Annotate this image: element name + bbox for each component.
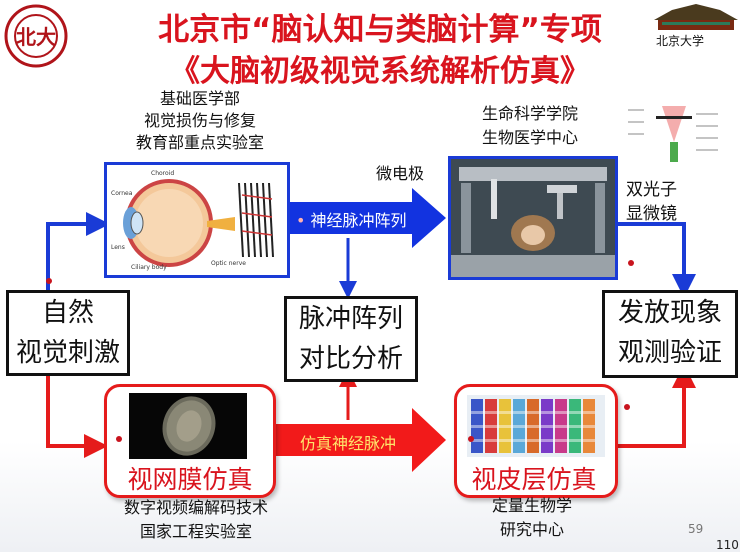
cortex-heatmap-image <box>467 395 605 457</box>
visual-cortex-simulation-title: 视皮层仿真 <box>454 460 614 496</box>
bullet-dot <box>624 404 630 410</box>
bullet-dot <box>116 436 122 442</box>
natural-visual-stimulus-box: 自然 视觉刺激 <box>6 290 130 376</box>
blue-arrow-stimulus-to-eye <box>48 224 98 292</box>
svg-text:Optic nerve: Optic nerve <box>211 260 246 267</box>
bullet-dot <box>628 260 634 266</box>
microelectrode-label: 微电极 <box>376 160 424 184</box>
inner-page-number: 59 <box>688 522 703 536</box>
basic-medicine-label: 基础医学部 视觉损伤与修复 教育部重点实验室 <box>120 88 280 154</box>
bullet-dot <box>46 278 52 284</box>
svg-text:Choroid: Choroid <box>151 170 174 177</box>
spike-array-comparison-box: 脉冲阵列 对比分析 <box>284 296 418 382</box>
neural-spike-array-label: • 神经脉冲阵列 <box>296 207 407 231</box>
svg-text:Lens: Lens <box>111 244 125 251</box>
two-photon-label: 双光子 显微镜 <box>626 178 677 226</box>
outer-page-number: 110 <box>716 538 739 552</box>
two-photon-microscope-diagram <box>626 96 722 168</box>
monkey-experiment-photo-panel <box>448 156 618 280</box>
digital-video-lab-label: 数字视频编解码技术 国家工程实验室 <box>96 496 296 544</box>
quantitative-biology-label: 定量生物学 研究中心 <box>482 494 582 542</box>
sim-neural-spike-label: 仿真神经脉冲 <box>300 430 396 454</box>
red-arrow-to-verify <box>614 376 684 446</box>
firing-verification-box: 发放现象 观测验证 <box>602 290 738 378</box>
red-arrow-stimulus-to-retina <box>48 368 96 446</box>
monkey-experiment-photo <box>451 159 615 277</box>
retina-simulation-title: 视网膜仿真 <box>104 460 276 496</box>
life-science-label: 生命科学学院 生物医学中心 <box>470 102 590 150</box>
retina-image <box>129 393 247 459</box>
svg-text:Ciliary body: Ciliary body <box>131 264 167 271</box>
svg-text:Cornea: Cornea <box>111 190 133 197</box>
bullet-dot <box>468 436 474 442</box>
